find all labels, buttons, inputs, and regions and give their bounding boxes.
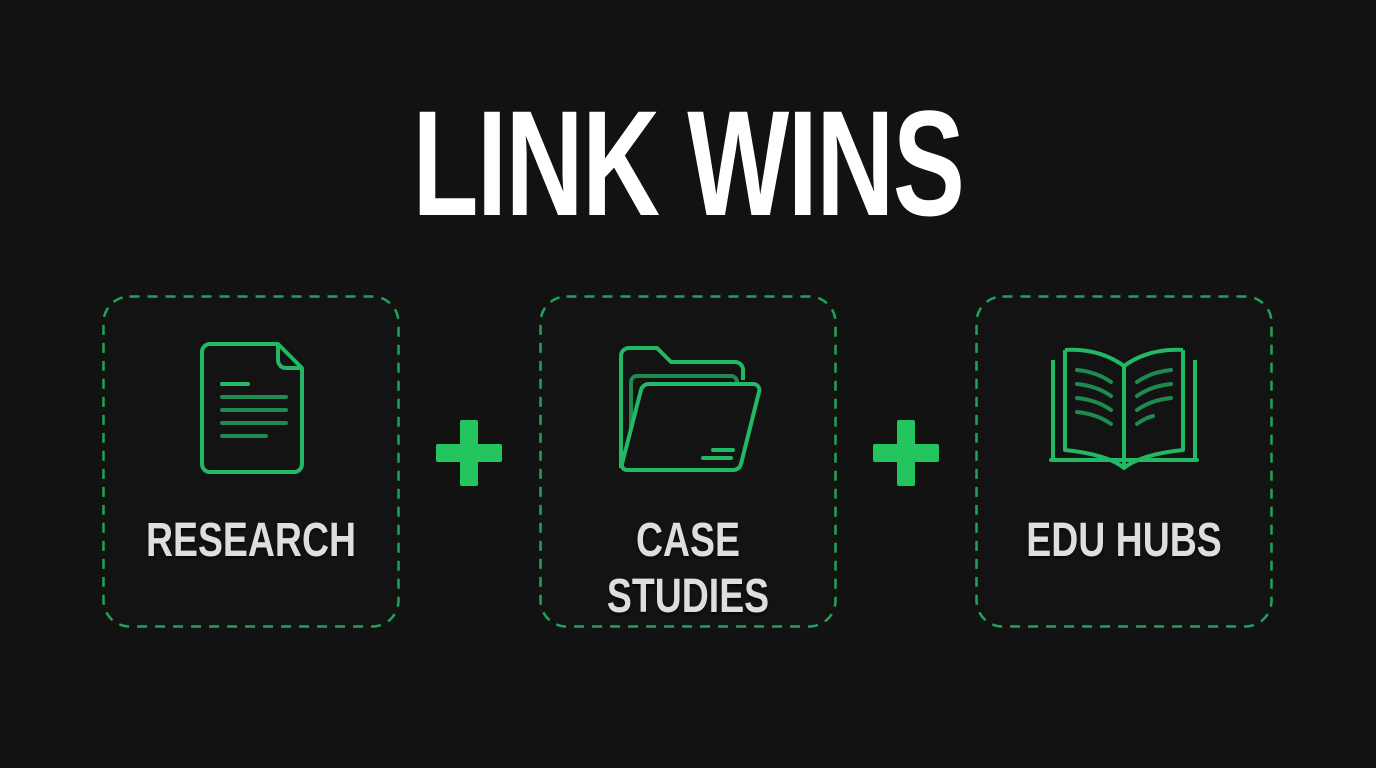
card-label: EDU HUBS [1026,514,1222,567]
plus-icon [873,420,939,486]
card-edu-hubs: EDU HUBS [975,295,1273,628]
dashed-border [539,295,837,628]
document-icon [200,342,304,474]
plus-icon [436,420,502,486]
card-label: RESEARCH [145,514,357,567]
page-title: LINK WINS [412,79,964,247]
card-research: RESEARCH [102,295,400,628]
open-book-icon [1049,347,1199,470]
dashed-border [102,295,400,628]
card-label: CASE STUDIES [606,514,770,623]
card-case-studies: CASE STUDIES [539,295,837,628]
folder-icon [619,346,762,472]
dashed-border [975,295,1273,628]
